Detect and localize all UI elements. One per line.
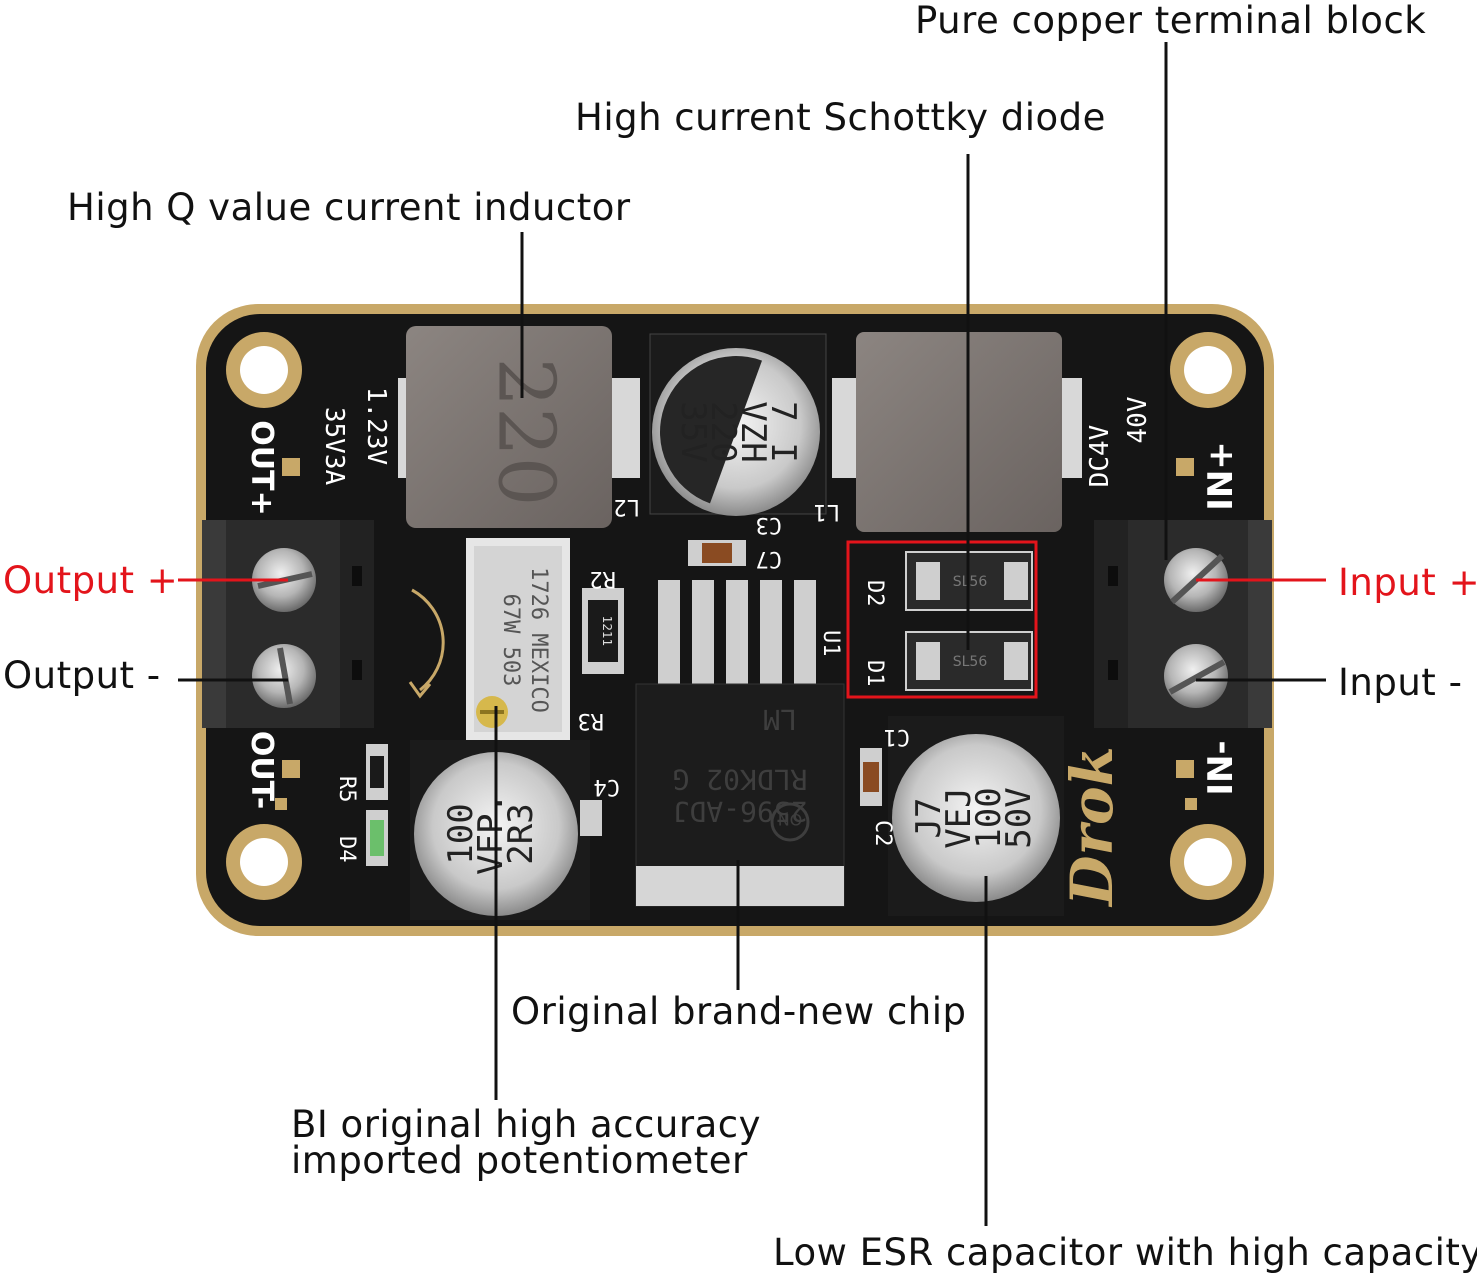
- svg-text:VEJ: VEJ: [939, 787, 979, 848]
- svg-text:35V3A: 35V3A: [319, 407, 349, 486]
- svg-text:2596-ADJ: 2596-ADJ: [673, 795, 808, 828]
- svg-text:R2: R2: [590, 566, 617, 591]
- callout-input-plus: Input +: [1338, 561, 1477, 604]
- svg-text:DC4V: DC4V: [1085, 425, 1115, 488]
- svg-text:VZH: VZH: [733, 401, 773, 462]
- chip-lm2596: 2596-ADJ RLDK02 G LM ON: [635, 580, 845, 907]
- callout-lines: [178, 42, 1326, 1226]
- callout-potentiometer: BI original high accuracy imported poten…: [291, 1103, 761, 1182]
- resistor-r5-body: [370, 756, 384, 788]
- svg-text:220: 220: [481, 358, 571, 507]
- svg-text:C1: C1: [884, 724, 911, 749]
- adjust-arrow-icon: [411, 588, 445, 692]
- schottky-highlight-box: [846, 540, 1038, 699]
- svg-text:D1: D1: [862, 660, 887, 687]
- mounting-holes: [226, 332, 1246, 900]
- svg-text:ON: ON: [778, 810, 803, 829]
- svg-text:50V: 50V: [999, 787, 1039, 848]
- callout-inductor: High Q value current inductor: [67, 186, 631, 229]
- svg-text:L1: L1: [814, 499, 841, 524]
- callout-schottky-diode: High current Schottky diode: [575, 96, 1106, 139]
- callout-input-minus: Input -: [1338, 661, 1463, 704]
- svg-text:LM: LM: [763, 703, 797, 736]
- svg-text:C3: C3: [756, 512, 783, 537]
- svg-text:67W 503: 67W 503: [498, 594, 523, 687]
- adjust-arrow-head-icon: [408, 681, 432, 699]
- svg-text:VFP.: VFP.: [471, 793, 511, 875]
- svg-text:1.23V: 1.23V: [361, 387, 391, 465]
- test-pads: [275, 458, 1197, 810]
- svg-text:40V: 40V: [1123, 397, 1153, 444]
- svg-text:D2: D2: [862, 580, 887, 607]
- svg-text:L2: L2: [614, 494, 641, 519]
- svg-text:IN+: IN+: [1201, 441, 1241, 511]
- callout-potentiometer-line2: imported potentiometer: [291, 1139, 748, 1182]
- svg-text:100: 100: [441, 803, 481, 864]
- callout-capacitor: Low ESR capacitor with high capacity: [773, 1231, 1477, 1274]
- output-terminal-block: [202, 520, 374, 728]
- svg-text:D4: D4: [334, 836, 359, 863]
- svg-text:1726 MEXICO: 1726 MEXICO: [526, 567, 551, 713]
- callout-output-plus: Output +: [3, 559, 179, 602]
- silkscreen: OUT+ OUT- IN+ IN-: [244, 420, 1241, 809]
- capacitor-c2-body: [863, 762, 879, 792]
- svg-text:U1: U1: [818, 630, 843, 657]
- potentiometer: 1726 MEXICO 67W 503: [466, 538, 570, 740]
- callout-terminal-block: Pure copper terminal block: [915, 0, 1427, 42]
- svg-text:R5: R5: [334, 776, 359, 803]
- resistor-r2: 1211: [582, 588, 624, 674]
- svg-text:C7: C7: [756, 546, 783, 571]
- brand-logo: Drok: [1058, 746, 1126, 908]
- schottky-diodes: SL56 SL56: [905, 551, 1033, 691]
- led-d4-body: [370, 820, 384, 856]
- svg-text:IN-: IN-: [1201, 740, 1241, 795]
- svg-text:J7: J7: [909, 798, 949, 839]
- svg-text:2R3: 2R3: [501, 803, 541, 864]
- callout-output-minus: Output -: [3, 654, 161, 697]
- svg-text:C2: C2: [870, 820, 895, 847]
- inductor-l1: [832, 332, 1082, 532]
- capacitor-bottom-left: 100 VFP. 2R3: [410, 740, 590, 920]
- svg-text:RLDK02 G: RLDK02 G: [673, 763, 808, 796]
- callout-chip: Original brand-new chip: [511, 990, 967, 1033]
- capacitor-c7-body: [702, 543, 732, 563]
- svg-text:100: 100: [969, 787, 1009, 848]
- reference-designators: L2 L1 C3 C7 R2 D2 D1 U1 R3 C1 C4 C2 R5 D…: [334, 494, 910, 863]
- svg-text:C4: C4: [594, 774, 621, 799]
- svg-text:OUT+: OUT+: [244, 420, 279, 515]
- input-terminal-block: [1094, 520, 1272, 728]
- capacitor-top: 7 I VZH 220 35V: [649, 333, 827, 516]
- svg-text:R3: R3: [578, 708, 605, 733]
- callout-potentiometer-line1: BI original high accuracy: [291, 1103, 761, 1146]
- svg-text:35V: 35V: [673, 401, 713, 462]
- svg-text:7 I: 7 I: [763, 401, 803, 462]
- capacitor-bottom-right: J7 VEJ 100 50V: [888, 716, 1064, 916]
- svg-text:SL56: SL56: [953, 654, 988, 670]
- svg-text:SL56: SL56: [953, 574, 988, 590]
- svg-text:OUT-: OUT-: [244, 731, 279, 809]
- capacitor-c4: [580, 800, 602, 836]
- svg-text:220: 220: [703, 401, 743, 462]
- svg-text:1211: 1211: [600, 616, 614, 647]
- inductor-l2: 220: [398, 326, 640, 528]
- spec-silkscreen: 1.23V 35V3A DC4V 40V: [319, 387, 1153, 487]
